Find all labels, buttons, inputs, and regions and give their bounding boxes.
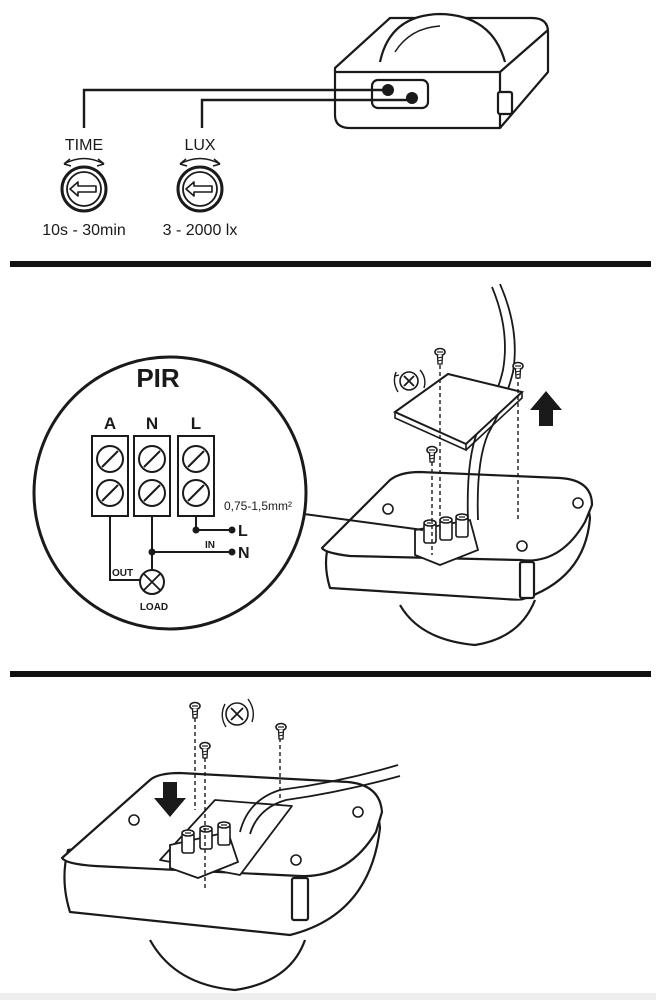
screw-icon: [275, 722, 287, 740]
terminal-block-small: [414, 513, 480, 566]
terminal-label: N: [146, 414, 158, 433]
lux-range: 3 - 2000 lx: [163, 222, 238, 239]
time-range: 10s - 30min: [42, 222, 126, 239]
screw-icon: [189, 701, 201, 719]
footer-strip: [0, 993, 656, 1000]
lux-title: LUX: [184, 137, 215, 154]
lux-dial-icon[interactable]: [176, 165, 224, 213]
pir-title: PIR: [136, 363, 180, 393]
screw-icon: [199, 741, 211, 759]
sensor-housing-top: [333, 12, 550, 130]
terminal-block: [91, 435, 215, 517]
wire-gauge: 0,75-1,5mm²: [224, 499, 292, 513]
lux-rotate-arrow-icon: [179, 157, 221, 167]
arrow-up-icon: [530, 391, 562, 426]
screwdriver-rotate-icon: [221, 698, 255, 728]
screwdriver-rotate-icon: [393, 369, 426, 393]
cover-plate: [393, 372, 525, 452]
screw-icon: [426, 445, 438, 463]
cable-mounted: [239, 764, 401, 835]
dashed-guides: [431, 365, 519, 555]
time-rotate-arrow-icon: [63, 157, 105, 167]
in-label: IN: [205, 540, 215, 551]
terminal-block-mounted: [169, 821, 240, 879]
arrow-down-icon: [154, 782, 186, 817]
sensor-housing-closed: [60, 771, 384, 992]
leader-time: [82, 88, 388, 128]
screw-icon: [512, 361, 524, 379]
load-lamp-icon: [139, 569, 165, 595]
section-divider: [10, 671, 651, 677]
time-dial-icon[interactable]: [60, 165, 108, 213]
line-label: L: [238, 523, 248, 540]
terminal-labels: A N L: [104, 414, 201, 433]
callout-connector: [303, 513, 424, 531]
dashed-guides-mounting: [194, 718, 281, 890]
load-label: LOAD: [140, 602, 168, 613]
junction-dots: [148, 526, 236, 556]
section-divider: [10, 261, 651, 267]
mounting-panel: [60, 698, 401, 992]
time-title: TIME: [65, 137, 103, 154]
neutral-label: N: [238, 545, 250, 562]
leader-lux: [200, 98, 412, 128]
out-label: OUT: [112, 568, 133, 579]
settings-panel: TIME 10s - 30min LUX 3 - 2000 lx: [42, 12, 550, 239]
screw-icon: [434, 347, 446, 365]
wiring-panel: PIR A N L: [32, 283, 594, 647]
terminal-label: L: [191, 414, 201, 433]
terminal-label: A: [104, 414, 116, 433]
